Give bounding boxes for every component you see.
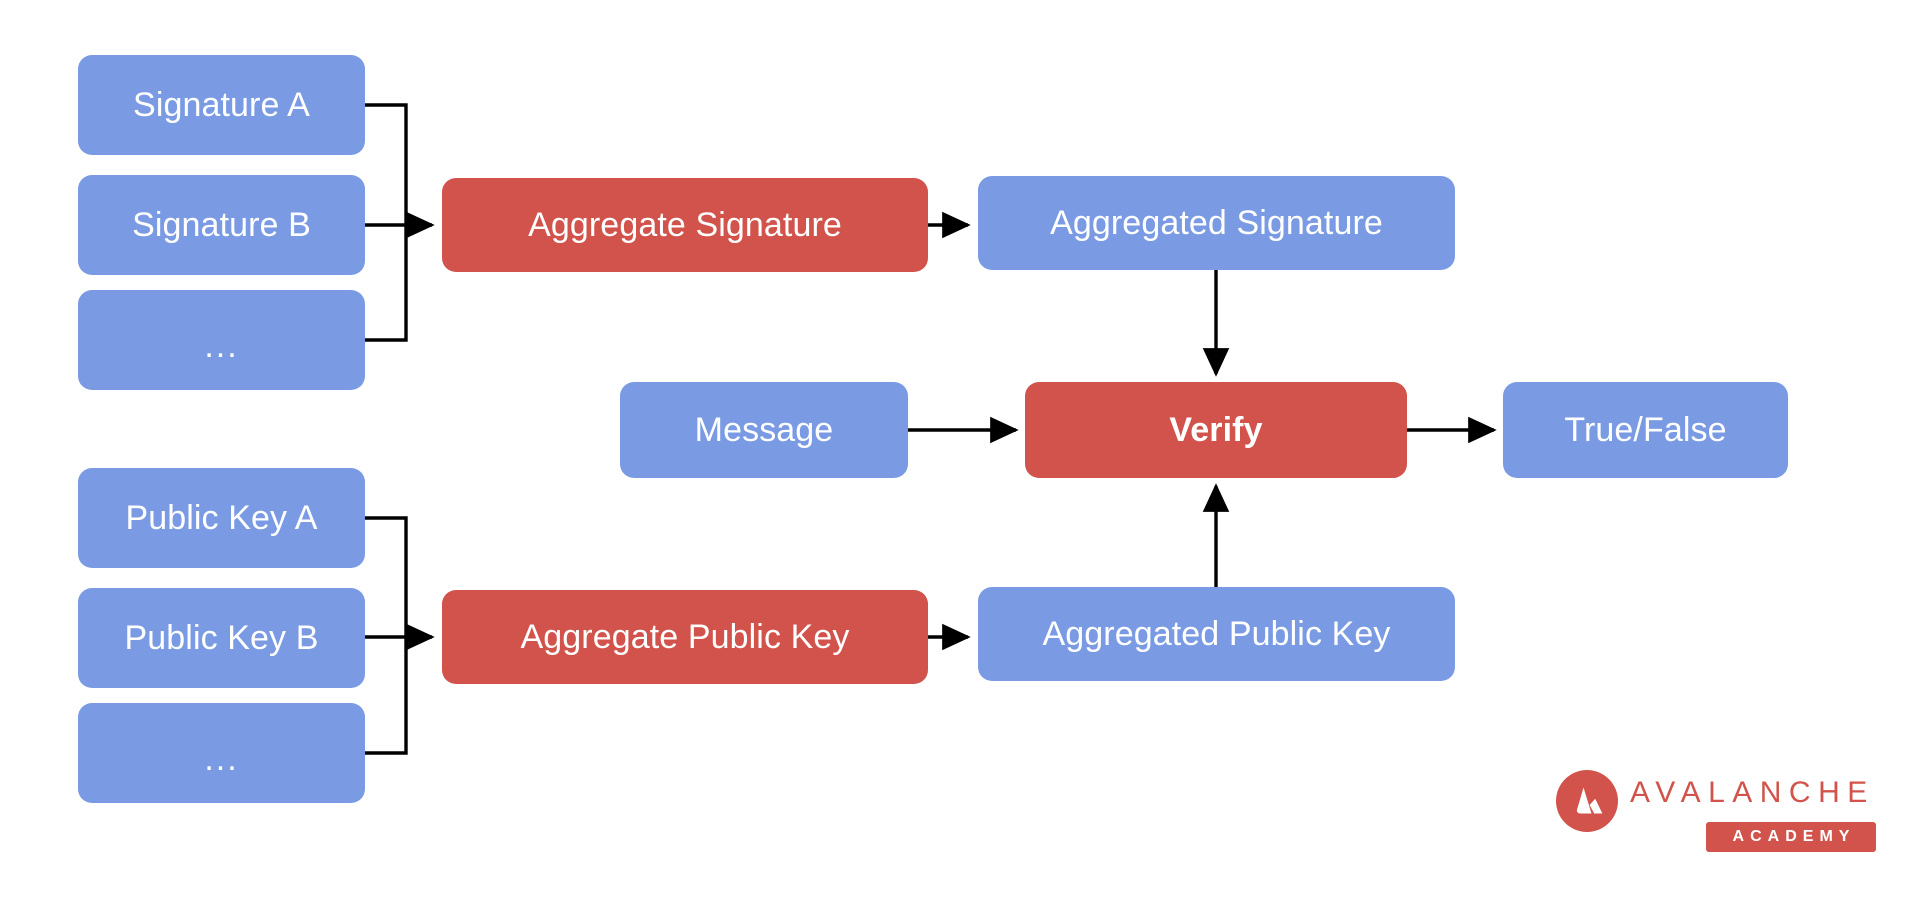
node-signature-b[interactable]: Signature B — [78, 175, 365, 275]
node-signature-more[interactable]: ... — [78, 290, 365, 390]
node-aggregated-public-key[interactable]: Aggregated Public Key — [978, 587, 1455, 681]
node-label: Aggregate Public Key — [520, 618, 850, 656]
logo-academy-bar: ACADEMY — [1706, 822, 1876, 852]
node-label: True/False — [1564, 411, 1727, 449]
node-message[interactable]: Message — [620, 382, 908, 478]
avalanche-academy-logo: AVALANCHE ACADEMY — [1556, 768, 1876, 854]
logo-academy-label: ACADEMY — [1732, 828, 1856, 845]
node-label: Aggregate Signature — [528, 206, 842, 244]
node-label: Message — [694, 411, 834, 449]
node-public-key-a[interactable]: Public Key A — [78, 468, 365, 568]
node-verify[interactable]: Verify — [1025, 382, 1407, 478]
node-public-key-b[interactable]: Public Key B — [78, 588, 365, 688]
node-true-false[interactable]: True/False — [1503, 382, 1788, 478]
node-label: ... — [204, 740, 239, 778]
node-aggregated-signature[interactable]: Aggregated Signature — [978, 176, 1455, 270]
avalanche-mountain-icon — [1556, 770, 1618, 832]
node-label: ... — [204, 327, 239, 365]
node-label: Verify — [1169, 411, 1263, 449]
node-label: Public Key B — [124, 619, 319, 657]
logo-wordmark: AVALANCHE — [1630, 776, 1875, 809]
node-label: Aggregated Signature — [1050, 204, 1383, 242]
node-label: Signature A — [133, 86, 310, 124]
node-signature-a[interactable]: Signature A — [78, 55, 365, 155]
edge-public-keys-to-aggregate — [365, 516, 435, 755]
node-aggregate-signature[interactable]: Aggregate Signature — [442, 178, 928, 272]
edge-signatures-to-aggregate — [365, 103, 435, 342]
node-aggregate-public-key[interactable]: Aggregate Public Key — [442, 590, 928, 684]
node-label: Public Key A — [125, 499, 318, 537]
node-label: Aggregated Public Key — [1042, 615, 1391, 653]
node-public-key-more[interactable]: ... — [78, 703, 365, 803]
node-label: Signature B — [132, 206, 311, 244]
